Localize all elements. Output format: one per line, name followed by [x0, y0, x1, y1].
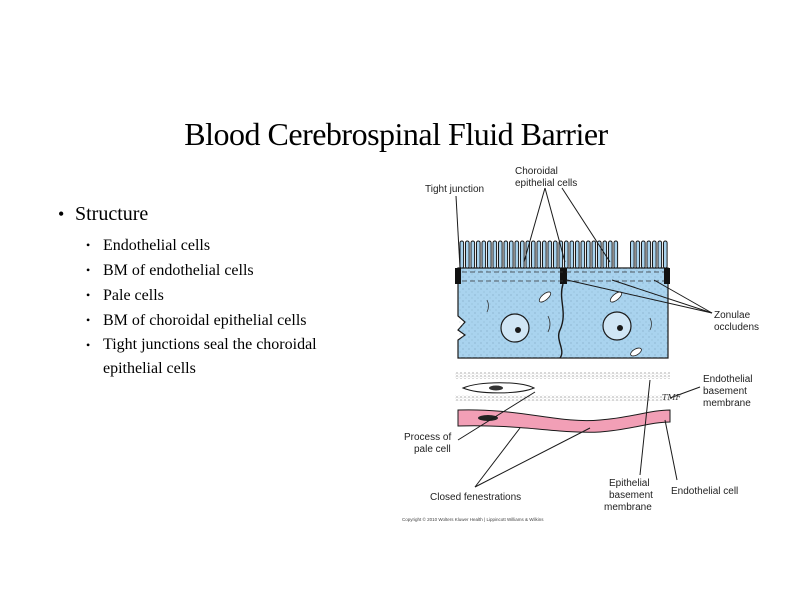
- cell-boundary: [558, 283, 564, 359]
- microvillus: [641, 240, 646, 269]
- microvillus: [487, 240, 492, 269]
- nucleus-right: [602, 311, 632, 341]
- label-basement-2: basement: [609, 490, 653, 501]
- tight-junction-middle: [560, 268, 567, 284]
- label-closed-fenestrations: Closed fenestrations: [430, 492, 521, 503]
- microvillus: [635, 240, 641, 269]
- microvillus: [564, 240, 569, 269]
- microvillus: [536, 240, 542, 269]
- endothelial-cell: [457, 409, 671, 433]
- sub-bullet-text: Tight junctions seal the choroidal epith…: [103, 336, 317, 377]
- microvillus: [459, 240, 465, 269]
- bullet-structure-label: Structure: [75, 203, 149, 225]
- sub-bullet-item: • BM of endothelial cells: [86, 258, 373, 283]
- microvillus: [520, 240, 525, 269]
- microvillus: [652, 240, 657, 269]
- bullet-structure: • Structure: [58, 203, 373, 226]
- microvillus: [663, 240, 668, 269]
- mitochondrion: [538, 291, 552, 303]
- microvillus: [569, 240, 575, 269]
- microvillus: [575, 240, 580, 269]
- leader-lines: [455, 187, 713, 488]
- mitochondrion: [630, 347, 642, 357]
- sub-bullet-text: Endothelial cells: [103, 237, 211, 254]
- bullet-dot: •: [86, 338, 91, 352]
- sub-bullet-item: • Tight junctions seal the choroidal epit…: [86, 333, 373, 381]
- copyright-notice: Copyright © 2010 Wolters Kluwer Health |…: [402, 516, 544, 522]
- sub-bullet-text: BM of choroidal epithelial cells: [103, 312, 307, 329]
- label-endothelial: Endothelial: [703, 374, 752, 385]
- label-epithelial: Epithelial: [609, 478, 650, 489]
- label-zonulae: Zonulae: [714, 310, 751, 321]
- microvillus: [509, 240, 514, 269]
- microvillus: [591, 240, 597, 269]
- microvillus: [646, 240, 652, 269]
- microvillus: [542, 240, 547, 269]
- slide-title: Blood Cerebrospinal Fluid Barrier: [184, 116, 608, 152]
- label-tight-junction: Tight junction: [425, 184, 484, 195]
- microvillus: [630, 240, 635, 269]
- microvillus: [476, 240, 481, 269]
- tight-junction-right: [664, 268, 670, 284]
- label-membrane: membrane: [703, 398, 751, 409]
- bullet-dot: •: [86, 263, 91, 277]
- microvillus: [553, 240, 558, 269]
- tight-junction-left: [455, 268, 461, 284]
- microvillus: [657, 240, 663, 269]
- label-basement: basement: [703, 386, 747, 397]
- microvillus: [613, 240, 619, 269]
- epithelial-cell-layer: [455, 240, 670, 359]
- nucleus-left: [500, 313, 530, 343]
- illustrator-signature: TMF: [662, 393, 682, 402]
- label-pale-cell: pale cell: [414, 444, 451, 455]
- sub-bullet-text: BM of endothelial cells: [103, 262, 254, 279]
- microvillus: [503, 240, 509, 269]
- microvillus: [608, 240, 613, 269]
- sub-bullet-item: • Endothelial cells: [86, 233, 373, 258]
- sub-bullet-item: • Pale cells: [86, 283, 373, 308]
- bullet-dot: •: [86, 313, 91, 327]
- sub-bullet-list: • Endothelial cells • BM of endothelial ce…: [86, 233, 373, 381]
- microvillus: [514, 240, 520, 269]
- label-membrane-2: membrane: [604, 502, 652, 513]
- bullet-dot: •: [86, 288, 91, 302]
- microvillus: [531, 240, 536, 269]
- label-endothelial-cell: Endothelial cell: [671, 486, 738, 497]
- microvillus: [470, 240, 476, 269]
- sub-bullet-item: • BM of choroidal epithelial cells: [86, 308, 373, 333]
- label-occludens: occludens: [714, 322, 759, 333]
- microvillus: [580, 240, 586, 269]
- microvillus: [492, 240, 498, 269]
- label-process-of: Process of: [404, 432, 451, 443]
- bullet-dot: •: [86, 238, 91, 252]
- microvillus: [547, 240, 553, 269]
- microvilli: [459, 240, 668, 269]
- epithelial-basement-membrane: [455, 372, 670, 379]
- bullet-dot: •: [58, 204, 65, 224]
- microvillus: [498, 240, 503, 269]
- microvillus: [465, 240, 470, 269]
- bullet-list: • Structure • Endothelial cells • BM of en…: [58, 203, 373, 381]
- sub-bullet-text: Pale cells: [103, 287, 164, 304]
- endothelial-basement-membrane: [455, 395, 670, 401]
- microvillus: [586, 240, 591, 269]
- microvillus: [481, 240, 487, 269]
- label-epithelial-cells: epithelial cells: [515, 178, 577, 189]
- label-choroidal: Choroidal: [515, 166, 558, 177]
